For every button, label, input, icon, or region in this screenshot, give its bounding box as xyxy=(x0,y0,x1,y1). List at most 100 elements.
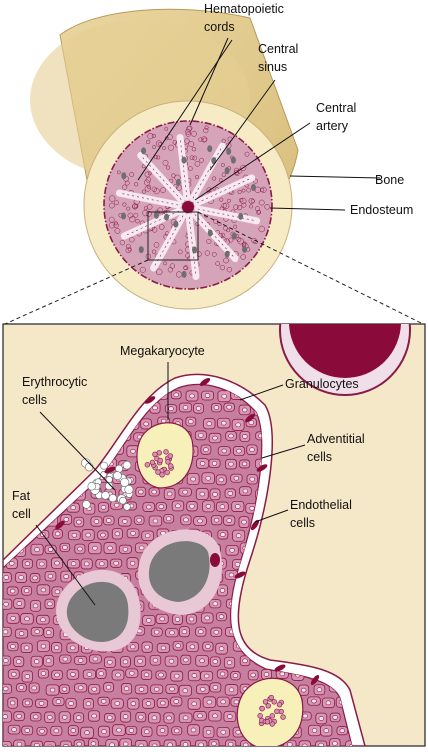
granulocyte-nucleus xyxy=(45,630,52,635)
megakaryocyte-lobe xyxy=(157,457,163,464)
marrow-cell xyxy=(228,237,234,243)
granulocyte-nucleus xyxy=(130,701,137,706)
marrow-cell xyxy=(220,162,225,167)
granulocyte-nucleus xyxy=(3,601,9,607)
granulocyte-nucleus xyxy=(16,741,23,746)
granulocyte-nucleus xyxy=(227,491,233,496)
marrow-cell xyxy=(191,131,197,137)
marrow-cell xyxy=(167,144,174,151)
marrow-cell xyxy=(188,166,193,171)
marrow-cell xyxy=(217,221,222,226)
disc-fat-cell xyxy=(207,229,213,237)
granulocyte-nucleus xyxy=(137,658,143,664)
granulocyte-nucleus xyxy=(3,658,9,663)
granulocyte-nucleus xyxy=(200,686,206,692)
granulocyte-nucleus xyxy=(84,730,90,735)
label-hematopoietic-cords-1: Hematopoietic xyxy=(204,2,284,16)
marrow-cell xyxy=(114,200,119,206)
megakaryocyte-lobe xyxy=(262,699,269,705)
granulocyte-nucleus xyxy=(190,476,196,482)
granulocyte-nucleus xyxy=(61,686,68,692)
granulocyte-nucleus xyxy=(212,659,218,664)
marrow-cell xyxy=(129,171,135,177)
granulocyte-nucleus xyxy=(323,728,329,733)
granulocyte-nucleus xyxy=(63,744,69,746)
disc-fat-cell xyxy=(224,167,230,175)
granulocyte-nucleus xyxy=(173,392,179,398)
granulocyte-nucleus xyxy=(24,616,30,622)
granulocyte-nucleus xyxy=(24,561,31,566)
adventitial-nucleus xyxy=(234,571,246,579)
granulocyte-nucleus xyxy=(92,656,99,662)
granulocyte-nucleus xyxy=(189,503,195,509)
granulocyte-nucleus xyxy=(9,561,15,566)
megakaryocyte-nucleus xyxy=(144,449,174,478)
granulocyte-nucleus xyxy=(3,686,9,692)
marrow-cell xyxy=(151,186,158,192)
granulocyte-nucleus xyxy=(144,729,150,735)
label-granulocytes: Granulocytes xyxy=(285,377,359,391)
leader-endosteum xyxy=(269,207,346,211)
marrow-cell xyxy=(219,197,224,202)
granulocyte-nucleus xyxy=(235,422,241,428)
label-fat-cell-2: cell xyxy=(12,507,31,521)
granulocyte-nucleus xyxy=(63,517,69,522)
marrow-cell xyxy=(108,216,115,223)
granulocyte-nucleus xyxy=(128,728,135,733)
megakaryocyte-lobe xyxy=(259,705,265,712)
marrow-cell xyxy=(153,242,160,248)
marrow-cell xyxy=(144,185,151,192)
granulocyte-nucleus xyxy=(228,461,234,467)
granulocyte-nucleus xyxy=(218,646,225,651)
marrow-cell xyxy=(215,261,220,266)
granulocyte-nucleus xyxy=(213,517,220,523)
marrow-cell xyxy=(125,247,132,254)
erythrocytic-cell xyxy=(119,496,127,505)
marrow-cell xyxy=(201,136,208,143)
megakaryocyte-top xyxy=(136,422,194,489)
megakaryocyte-lobe xyxy=(264,719,271,725)
granulocyte-nucleus xyxy=(146,618,152,623)
marrow-cell xyxy=(168,178,174,183)
erythrocytic-cluster xyxy=(81,458,134,511)
megakaryocyte-lobe xyxy=(257,713,263,719)
granulocyte-nucleus xyxy=(160,645,167,651)
granulocyte-nucleus xyxy=(204,393,211,398)
marrow-cell xyxy=(169,263,176,269)
granulocyte-nucleus xyxy=(34,547,40,552)
granulocyte-nucleus xyxy=(183,517,189,523)
granulocyte-nucleus xyxy=(250,672,256,678)
granulocyte-nucleus xyxy=(70,505,76,510)
marrow-cell xyxy=(199,157,204,163)
disc-fat-cell xyxy=(226,147,232,155)
granulocyte-nucleus xyxy=(107,659,113,665)
granulocyte-nucleus xyxy=(18,631,25,636)
granulocyte-nucleus xyxy=(228,687,235,693)
granulocyte-nucleus xyxy=(62,714,68,720)
marrow-cell xyxy=(160,187,166,193)
granulocyte-nucleus xyxy=(206,699,213,705)
labels: Hematopoietic cords Central sinus Centra… xyxy=(12,2,413,530)
granulocyte-nucleus xyxy=(300,687,307,693)
marrow-cell xyxy=(240,164,247,172)
granulocyte-nucleus xyxy=(228,572,235,578)
granulocyte-nucleus xyxy=(11,727,17,732)
granulocyte-nucleus xyxy=(168,406,174,412)
granulocyte-nucleus xyxy=(100,698,107,704)
granulocyte-nucleus xyxy=(154,629,160,635)
granulocyte-nucleus xyxy=(183,657,189,663)
granulocyte-nucleus xyxy=(85,532,91,538)
disc-fat-cell xyxy=(121,172,127,180)
granulocyte-nucleus xyxy=(219,588,226,593)
disc-fat-cell xyxy=(141,147,147,155)
granulocyte-nucleus xyxy=(39,561,45,567)
adventitial-nucleus xyxy=(310,675,320,685)
granulocyte-nucleus xyxy=(153,686,160,692)
sinus-outline xyxy=(188,216,197,277)
granulocyte-nucleus xyxy=(91,686,97,692)
granulocyte-nucleus xyxy=(212,492,218,497)
granulocyte-nucleus xyxy=(143,421,149,427)
marrow-cell xyxy=(158,224,165,230)
granulocyte-nucleus xyxy=(90,741,97,746)
